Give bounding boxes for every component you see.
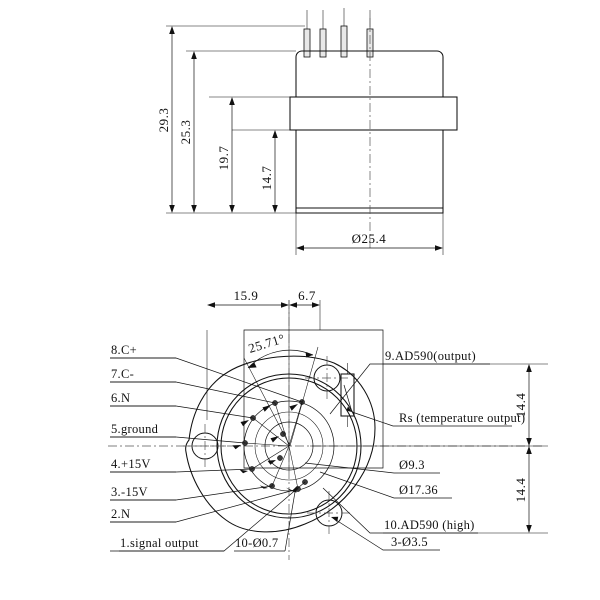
pin-hole-10 [277,455,283,461]
dimension-14-7: 14.7 [259,130,278,213]
bottom-view-flange-outline [185,355,376,533]
side-pin-2 [319,28,327,58]
angle-annotation: 25.71° [243,331,319,447]
bottom-view-group: 15.9 6.7 [108,288,548,560]
side-pin-3 [340,25,348,58]
dimension-15-9-text: 15.9 [234,288,259,303]
dimension-14-7-text: 14.7 [259,166,274,191]
dimension-6-7-text: 6.7 [298,288,316,303]
right-leaders-and-labels: 9.AD590(output) Rs (temperature output) … [304,349,525,551]
dimension-25-3-text: 25.3 [178,120,193,145]
side-view-pins [303,8,374,58]
dimension-29-3-text: 29.3 [156,108,171,133]
callout-3-d3-5-text: 3-Ø3.5 [391,535,428,549]
side-view-flange [289,96,458,131]
dimension-25-3: 25.3 [178,51,197,213]
dimension-14-4-upper-text: 14.4 [513,393,528,418]
side-view-group: 29.3 25.3 19.7 14.7 [156,8,458,255]
pin-label-1: 1.signal output [120,536,199,550]
dimension-14-4-lower: 14.4 [383,446,548,534]
callout-10-d07-text: 10-Ø0.7 [235,536,278,550]
pin-leader-arrows [232,404,298,491]
dimension-19-7: 19.7 [216,97,235,213]
dimension-14-4-lower-text: 14.4 [513,478,528,503]
pin-radial-lines [244,401,303,490]
dimension-29-3: 29.3 [156,26,175,213]
callout-d17-36-text: Ø17.36 [399,483,438,497]
dimension-diameter-25-4-text: Ø25.4 [352,231,387,246]
pin-label-6: 6.N [111,391,130,405]
side-view-header-cap [295,50,444,98]
side-pin-1 [303,28,311,58]
pin-label-9: 9.AD590(output) [385,349,476,363]
dimension-6-7: 6.7 [289,288,321,330]
dimension-diameter-25-4: Ø25.4 [295,213,444,255]
rs-resistor-symbol [340,363,355,427]
callout-d9-3-text: Ø9.3 [399,458,425,472]
pin-label-4: 4.+15V [111,457,151,471]
pin-label-3: 3.-15V [111,485,148,499]
angle-25-71-text: 25.71° [246,331,286,356]
callout-pin-holes: 10-Ø0.7 [234,486,297,552]
side-view-body [295,130,444,214]
pin-label-7: 7.C- [111,367,134,381]
left-labels: 8.C+ 7.C- 6.N 5.ground 4.+15V 3.-15V 2.N… [110,343,224,552]
dimension-14-4-upper: 14.4 [310,363,548,447]
pin-label-5: 5.ground [111,422,159,436]
pin-label-10: 10.AD590 (high) [384,518,475,532]
rs-label: Rs (temperature output) [399,411,525,425]
pin-label-2: 2.N [111,507,130,521]
dimension-19-7-text: 19.7 [216,146,231,171]
pin-label-8: 8.C+ [111,343,137,357]
mounting-holes [183,356,351,535]
